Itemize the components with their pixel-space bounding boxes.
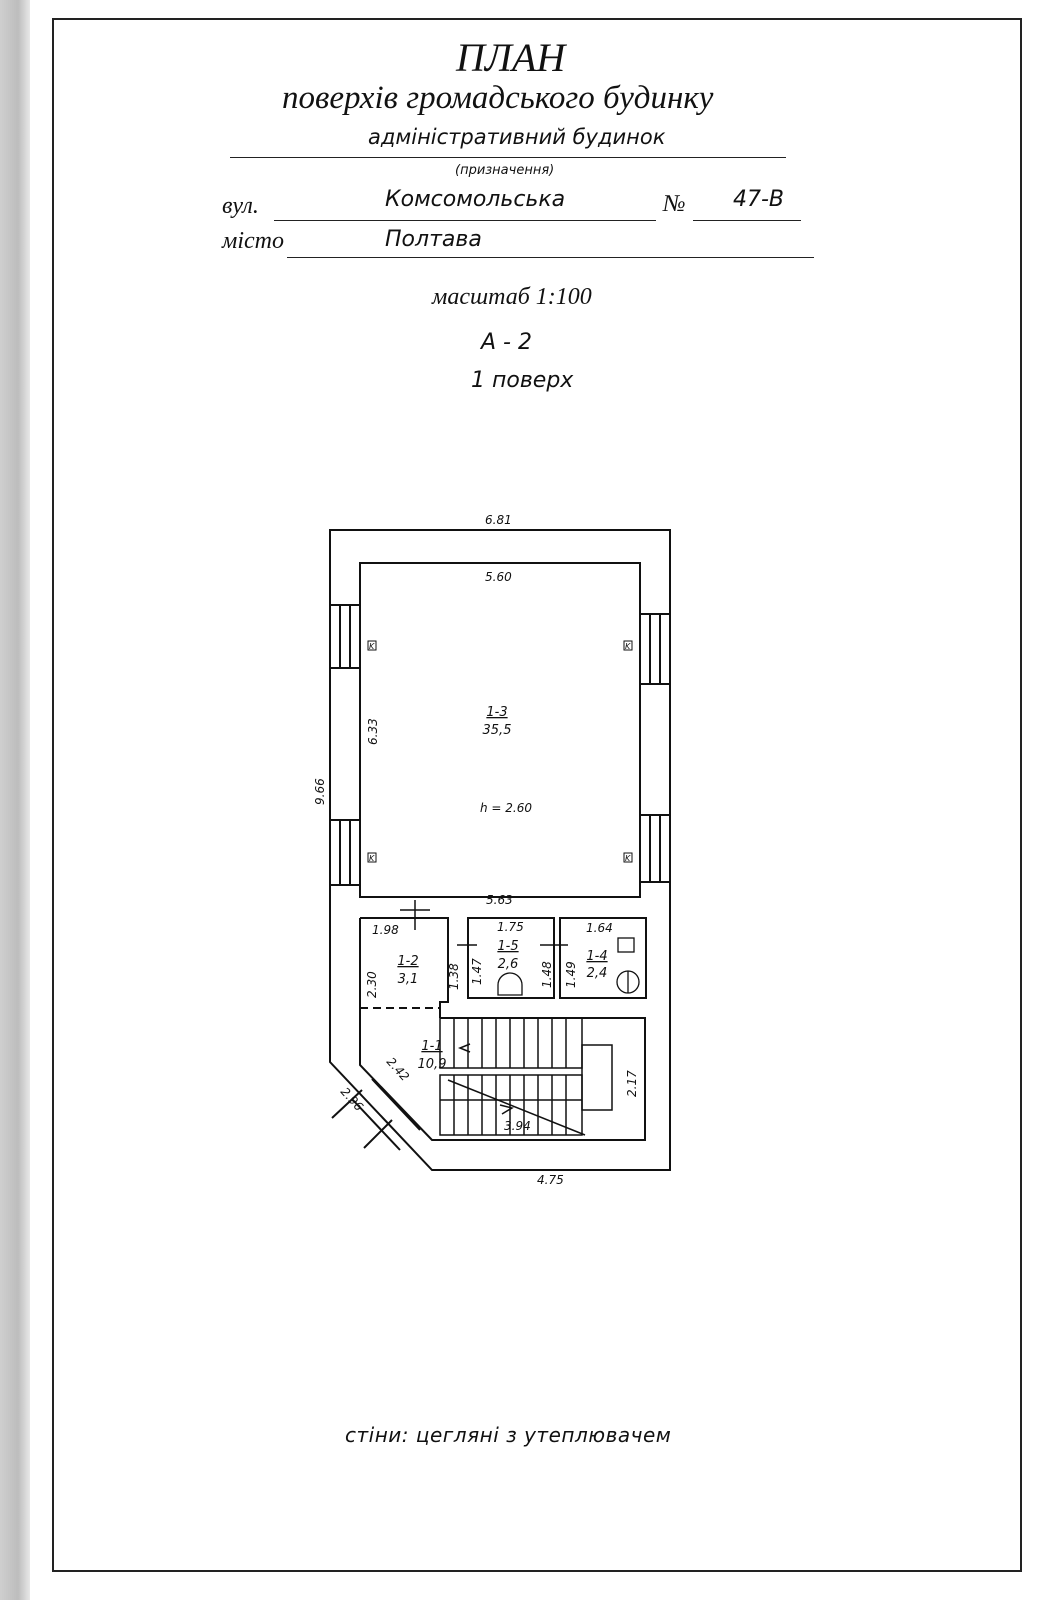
plan-linework (330, 819, 360, 886)
room-1-1-area: 10,9 (418, 1057, 447, 1072)
plan-linework (447, 1079, 586, 1136)
city-label: місто (222, 228, 284, 254)
dim-r12-top: 1.98 (372, 923, 399, 937)
dim-outer-bottom: 4.75 (537, 1173, 564, 1187)
plan-linework: 1-3 35,5 h = 2.60 1-2 3,1 1-5 2,6 1-4 2,… (397, 705, 607, 1072)
room-1-5-area: 2,6 (498, 957, 519, 972)
windows (330, 604, 670, 1151)
room-1-4-walls (559, 917, 647, 999)
street-underline (274, 220, 656, 221)
dim-main-left: 6.33 (366, 718, 380, 745)
room-1-3-id: 1-3 (486, 705, 507, 720)
room-1-2-id: 1-2 (397, 954, 418, 969)
plan-linework (439, 1017, 583, 1069)
radiator-label: K (625, 642, 631, 651)
room-1-5-walls (467, 917, 555, 999)
room-1-4-area: 2,4 (587, 966, 608, 981)
dim-r15-right: 1.48 (540, 961, 554, 988)
plan-linework (331, 1078, 421, 1151)
stairs (439, 1017, 613, 1136)
plan-linework: 6.81 5.60 5.63 9.66 6.33 1.98 2.30 1.38 … (313, 513, 639, 1187)
room-1-1-id: 1-1 (421, 1039, 442, 1054)
plan-linework (367, 852, 377, 863)
doc-title: ПЛАН (456, 35, 566, 80)
purpose-underline (230, 157, 786, 158)
city-underline (287, 257, 814, 258)
plan-linework (617, 937, 635, 953)
scan-edge (0, 0, 30, 1600)
radiator-label: K (625, 854, 631, 863)
plan-linework (640, 613, 670, 685)
plan-linework (497, 972, 523, 996)
purpose-caption: (призначення) (455, 163, 555, 178)
dim-outer-top: 6.81 (485, 513, 512, 527)
plan-linework (400, 900, 430, 930)
room-1-3-walls (359, 562, 641, 898)
number-label: № (663, 191, 686, 217)
purpose-value: адміністративний будинок (368, 125, 666, 149)
doc-subtitle: поверхів громадського будинку (282, 80, 714, 116)
dim-r14-left: 1.49 (564, 961, 578, 988)
letter-index: А - 2 (481, 330, 532, 355)
dim-diag-inner: 2.42 (384, 1055, 412, 1084)
plan-linework (623, 640, 633, 651)
room-height: h = 2.60 (480, 801, 532, 815)
dim-r12-left: 2.30 (365, 971, 379, 998)
street-label: вул. (222, 193, 259, 219)
dim-outer-left: 9.66 (313, 778, 327, 805)
plan-linework (367, 640, 377, 651)
city-value: Полтава (385, 227, 482, 252)
plan-linework (457, 1043, 471, 1053)
room-1-5-id: 1-5 (497, 939, 518, 954)
room-1-4-id: 1-4 (586, 949, 607, 964)
floor-label: 1 поверх (471, 368, 574, 393)
plan-linework (329, 529, 671, 1171)
dim-r15-left: 1.47 (470, 958, 484, 985)
dim-stair-right: 2.17 (625, 1070, 639, 1097)
room-1-3-area: 35,5 (483, 723, 512, 738)
room-1-2-area: 3,1 (398, 972, 419, 987)
dim-main-bottom: 5.63 (486, 893, 513, 907)
dim-r15-top: 1.75 (497, 920, 524, 934)
plan-linework (453, 1018, 567, 1068)
radiator-label: K (369, 854, 375, 863)
doors (400, 900, 568, 946)
radiator-marks (367, 640, 633, 863)
plan-linework (640, 814, 670, 883)
plan-linework (581, 1044, 613, 1111)
plan-linework (623, 852, 633, 863)
number-value: 47-В (733, 187, 785, 212)
stair-hall-inner-wall (359, 918, 646, 1141)
dim-r14-top: 1.64 (586, 921, 613, 935)
dim-main-top: 5.60 (485, 570, 512, 584)
plan-linework (499, 1104, 514, 1115)
outer-wall (329, 529, 671, 1171)
sanitary-fixtures (497, 937, 640, 996)
document-frame (52, 18, 1022, 1572)
scale: масштаб 1:100 (432, 284, 592, 310)
number-underline (693, 220, 801, 221)
walls-note: стіни: цегляні з утеплювачем (345, 1423, 672, 1447)
radiator-label: K (369, 642, 375, 651)
dim-r12-right: 1.38 (447, 963, 461, 990)
dim-stair-bottom: 3.94 (504, 1119, 531, 1133)
plan-linework (330, 604, 360, 669)
street-value: Комсомольська (385, 187, 566, 212)
